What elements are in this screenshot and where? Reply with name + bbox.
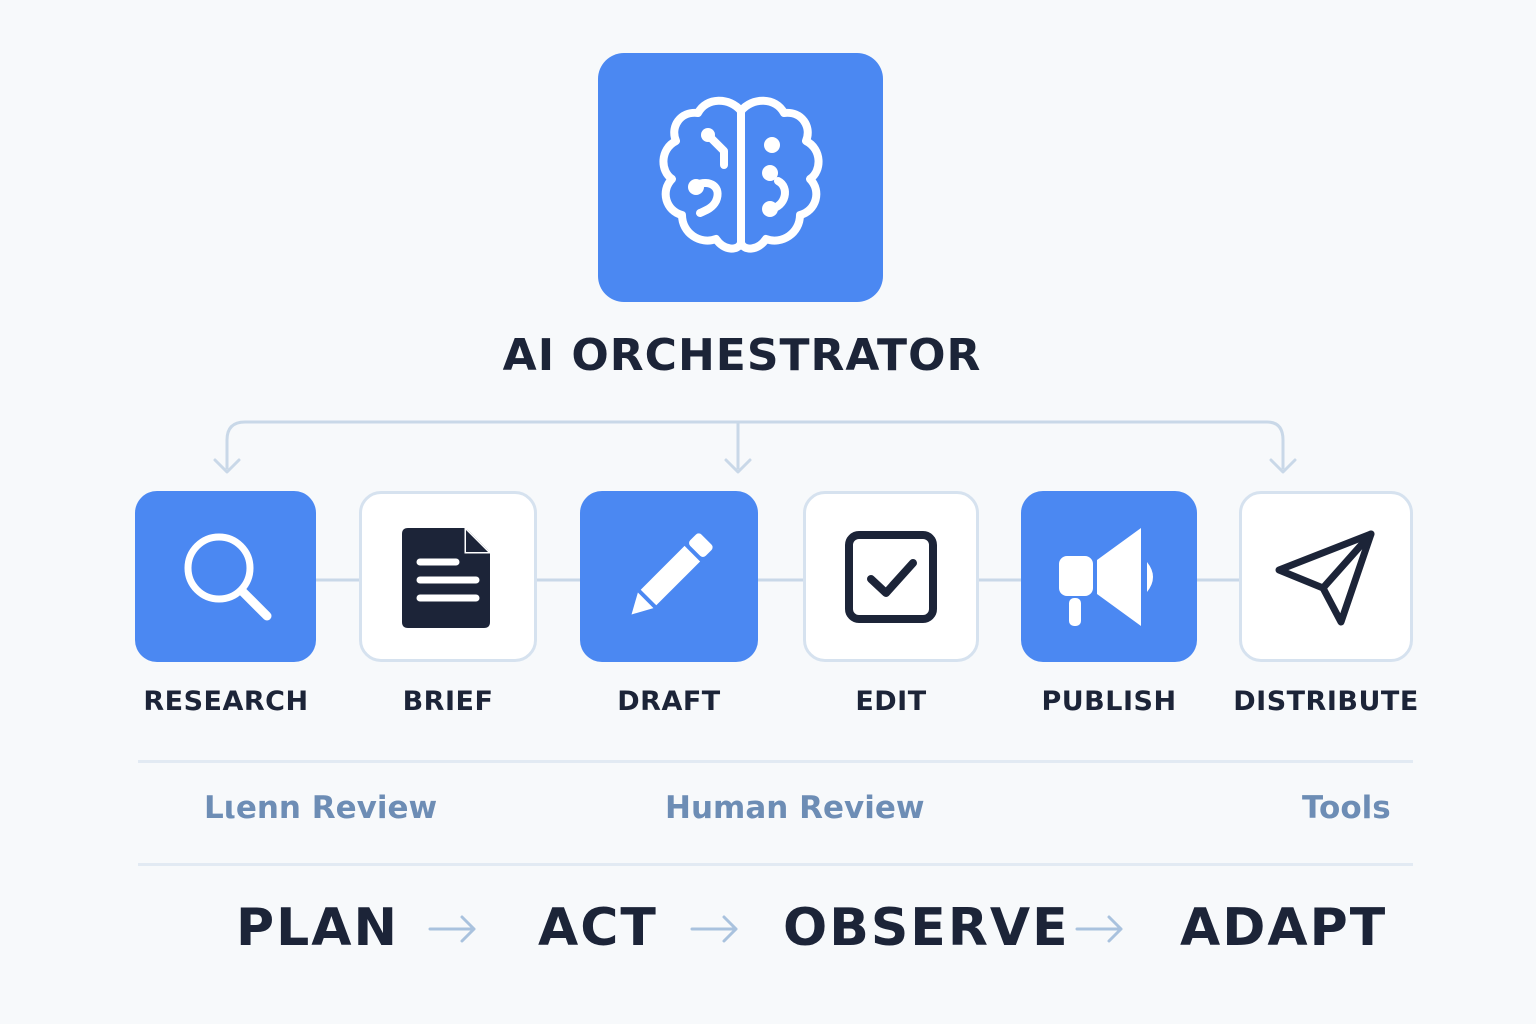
checkbox-icon: [845, 530, 937, 623]
pencil-icon: [631, 532, 713, 614]
step-distribute[interactable]: [1239, 491, 1413, 662]
review-right-label: Tools: [1302, 790, 1391, 826]
arrow-right-icon: [1075, 915, 1123, 943]
orchestrator-hub[interactable]: [598, 53, 883, 302]
search-icon: [184, 533, 271, 620]
step-label-publish: PUBLISH: [1041, 686, 1177, 717]
step-label-draft: DRAFT: [617, 686, 721, 717]
document-icon: [402, 527, 490, 628]
divider-bottom: [138, 863, 1413, 866]
loop-step-observe: OBSERVE: [783, 898, 1070, 958]
step-research[interactable]: [135, 491, 316, 662]
step-label-brief: BRIEF: [402, 686, 494, 717]
loop-step-adapt: ADAPT: [1180, 898, 1388, 958]
loop-step-plan: PLAN: [236, 898, 400, 958]
loop-step-act: ACT: [538, 898, 658, 958]
step-brief[interactable]: [359, 491, 537, 662]
step-label-distribute: DISTRIBUTE: [1233, 686, 1419, 717]
arrow-right-icon: [428, 915, 476, 943]
paper-plane-icon: [1275, 530, 1375, 625]
brain-circuit-icon: [659, 96, 822, 252]
step-label-research: RESEARCH: [143, 686, 309, 717]
divider-top: [138, 760, 1413, 763]
step-edit[interactable]: [803, 491, 979, 662]
arrow-right-icon: [690, 915, 738, 943]
hub-title: AI ORCHESTRATOR: [502, 330, 982, 381]
step-draft[interactable]: [580, 491, 758, 662]
step-publish[interactable]: [1021, 491, 1197, 662]
review-center-label: Human Review: [665, 790, 925, 826]
step-label-edit: EDIT: [855, 686, 927, 717]
megaphone-icon: [1059, 527, 1153, 626]
review-left-label: Lιenn Review: [204, 790, 438, 826]
